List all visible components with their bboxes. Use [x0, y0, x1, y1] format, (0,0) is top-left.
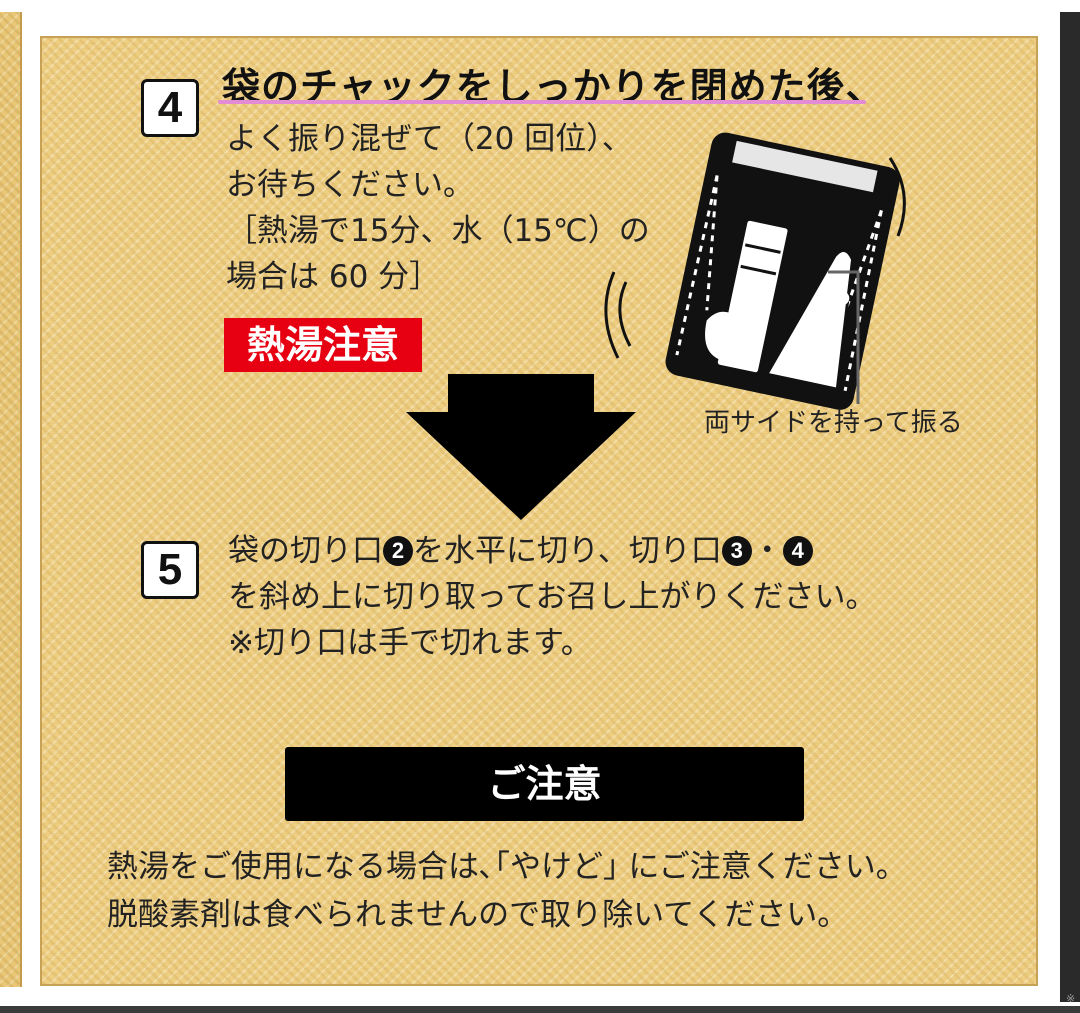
step-4-instructions: よく振り混ぜて（20 回位）、 お待ちください。 ［熱湯で15分、水（15℃）の… [226, 116, 650, 300]
hot-water-warning-badge: 熱湯注意 [224, 318, 422, 372]
figure-caption: 両サイドを持って振る [704, 408, 963, 438]
step-4-number: 4 [141, 79, 199, 137]
step-4-line: 場合は 60 分］ [226, 259, 441, 295]
left-panel-edge [0, 12, 22, 987]
page-mark: ※ [1066, 992, 1076, 1005]
scrollbar[interactable] [1060, 12, 1080, 1002]
step-4-heading-underline [218, 100, 866, 104]
shaking-bag-icon [604, 132, 906, 410]
step-5-text: 袋の切り口 [228, 533, 383, 569]
cut-point-2-badge: 2 [383, 536, 413, 566]
notice-line: 脱酸素剤は食べられませんので取り除いてください。 [107, 897, 849, 933]
down-arrow-icon [406, 374, 636, 520]
cut-point-3-badge: 3 [721, 536, 752, 566]
notice-line: 熱湯をご使用になる場合は､｢やけど｣ にご注意ください。 [107, 849, 907, 885]
step-4-line: よく振り混ぜて（20 回位）、 [226, 121, 633, 157]
notice-title: ご注意 [285, 747, 804, 821]
step-5-line-3: ※切り口は手で切れます。 [228, 625, 592, 661]
step-4-line: お待ちください。 [226, 167, 474, 203]
step-5-line-2: を斜め上に切り取ってお召し上がりください。 [228, 579, 877, 615]
separator-dot: ・ [751, 533, 783, 569]
step-4-line: ［熱湯で15分、水（15℃）の [226, 213, 650, 249]
bottom-divider [0, 1006, 1080, 1013]
cut-point-4-badge: 4 [782, 536, 813, 566]
notice-text: 熱湯をご使用になる場合は､｢やけど｣ にご注意ください。 脱酸素剤は食べられませ… [107, 843, 907, 939]
step-5-text: を水平に切り、切り口 [413, 533, 722, 569]
step-5-number: 5 [141, 541, 199, 599]
